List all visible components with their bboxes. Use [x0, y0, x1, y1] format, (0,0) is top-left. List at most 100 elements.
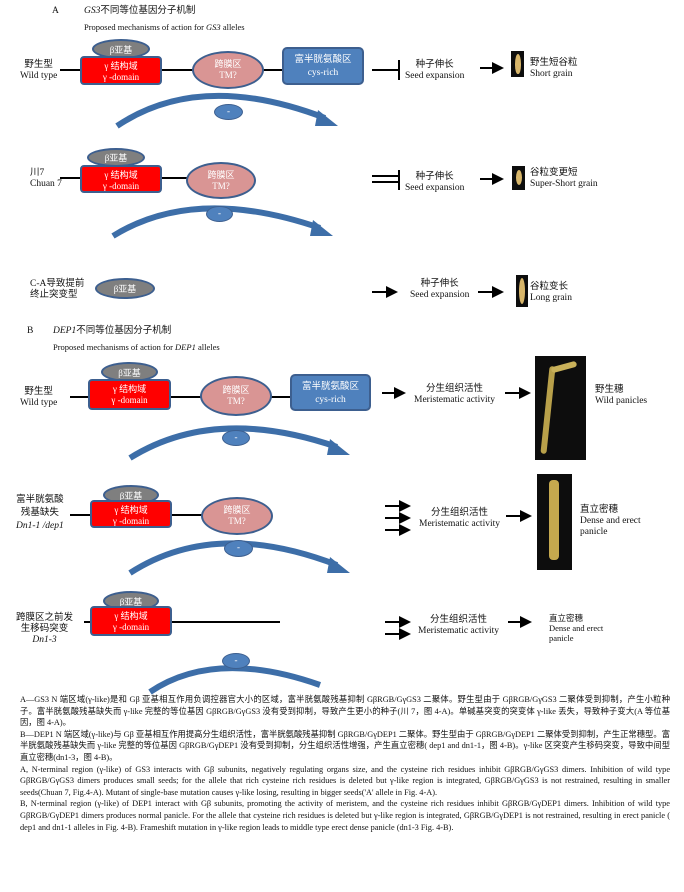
beta-subunit: β亚基: [101, 362, 158, 382]
gene-name: DEP1: [175, 342, 196, 352]
label-en: Wild type: [20, 398, 58, 408]
caption-paragraph: B—DEP1 N 端区域(γ-like)与 Gβ 亚基相互作用提高分生组织活性，…: [20, 729, 670, 762]
minus-badge: -: [222, 430, 250, 446]
beta-subunit: β亚基: [95, 278, 155, 299]
gamma-cn: γ 结构域: [104, 170, 138, 180]
title-cn: 不同等位基因分子机制: [100, 6, 196, 16]
result-cn: 野生短谷粒: [530, 58, 578, 68]
row-label: C-A导致提前终止突变型: [30, 279, 84, 301]
title-cn: 不同等位基因分子机制: [76, 326, 172, 336]
tm-en: TM?: [227, 396, 245, 406]
inhibition-arc: [115, 92, 327, 129]
caption-paragraph: A, N-terminal region (γ-like) of GS3 int…: [20, 764, 670, 797]
label-en: Dn1-3: [32, 635, 57, 645]
tm-cn: 跨膜区: [207, 169, 235, 180]
gene-name: DEP1: [53, 326, 77, 336]
effect-en: Seed expansion: [405, 71, 465, 81]
result-cn: 野生穗: [595, 385, 624, 395]
result-cn: 谷粒变长: [530, 282, 569, 292]
inhibition-arc: [111, 205, 321, 239]
gamma-en: γ -domain: [102, 181, 140, 191]
subtitle-text: Proposed mechanisms of action for: [53, 342, 176, 352]
figure-caption: A—GS3 N 端区域(γ-like)是和 Gβ 亚基相互作用负调控器官大小的区…: [20, 694, 670, 833]
gamma-en: γ -domain: [111, 395, 148, 405]
effect-cn: 种子伸长: [420, 279, 459, 289]
caption-paragraph: A—GS3 N 端区域(γ-like)是和 Gβ 亚基相互作用负调控器官大小的区…: [20, 695, 670, 728]
gamma-cn: γ 结构域: [104, 61, 138, 71]
arc-arrowhead: [327, 439, 350, 455]
label-cn: 跨膜区之前发: [16, 613, 74, 623]
tm-en: TM?: [212, 180, 230, 191]
grain-photo: [516, 275, 528, 307]
section-b-letter: B: [27, 326, 34, 336]
arc-arrowhead: [310, 220, 333, 236]
arc-arrowhead: [327, 557, 350, 573]
section-b-title: DEP1不同等位基因分子机制: [53, 326, 171, 337]
gamma-cn: γ 结构域: [114, 611, 148, 621]
panicle-photo: [535, 356, 586, 460]
result-en: Wild panicles: [595, 396, 648, 406]
panicle-photo: [537, 474, 572, 570]
section-b-subtitle: Proposed mechanisms of action for DEP1 a…: [53, 342, 220, 352]
result-en: panicle: [580, 527, 608, 537]
result-en: Super-Short grain: [530, 179, 598, 189]
effect-cn: 分生组织活性: [425, 384, 483, 394]
label-en: Dn1-1 /dep1: [16, 521, 64, 531]
inhibition-arc: [148, 665, 321, 695]
tm-cn: 跨膜区: [223, 505, 251, 515]
section-a-subtitle: Proposed mechanisms of action for GS3 al…: [84, 22, 245, 32]
cys-rich-domain: 富半胱氨酸区 cys-rich: [282, 47, 364, 85]
label-cn: 野生型: [24, 387, 53, 397]
inhibition-arc: [128, 540, 339, 576]
effect-en: Seed expansion: [405, 183, 465, 193]
label-cn: 终止突变型: [30, 290, 78, 300]
subtitle-text: alleles: [220, 22, 245, 32]
label-en: Chuan 7: [30, 179, 62, 189]
gamma-cn: γ 结构域: [114, 505, 148, 515]
label-cn: 残基缺失: [20, 508, 59, 518]
cys-en: cys-rich: [307, 68, 339, 78]
label-cn: 生移码突变: [20, 624, 69, 634]
caption-paragraph: B, N-terminal region (γ-like) of DEP1 in…: [20, 799, 670, 832]
tm-en: TM?: [219, 70, 237, 80]
effect-en: Meristematic activity: [418, 626, 499, 636]
tm-cn: 跨膜区: [214, 59, 242, 69]
grain-photo: [511, 51, 524, 77]
minus-badge: -: [214, 104, 243, 120]
arc-arrowhead: [315, 110, 338, 126]
effect-en: Meristematic activity: [419, 519, 500, 529]
cys-cn: 富半胱氨酸区: [294, 55, 352, 65]
effect-cn: 种子伸长: [415, 60, 454, 70]
tm-en: TM?: [228, 516, 246, 526]
subtitle-text: Proposed mechanisms of action for: [84, 22, 207, 32]
result-cn: 直立密穗: [580, 505, 619, 515]
result-en: panicle: [549, 633, 574, 643]
label-cn: 野生型: [24, 60, 53, 70]
effect-cn: 分生组织活性: [429, 615, 487, 625]
minus-badge: -: [224, 540, 253, 557]
gamma-en: γ -domain: [112, 516, 150, 526]
gene-name: GS3: [206, 22, 221, 32]
gamma-en: γ -domain: [102, 72, 140, 82]
section-a-letter: A: [52, 6, 59, 16]
result-en: Dense and erect: [580, 516, 641, 526]
effect-cn: 分生组织活性: [430, 508, 488, 518]
result-cn: 谷粒变更短: [530, 168, 578, 178]
